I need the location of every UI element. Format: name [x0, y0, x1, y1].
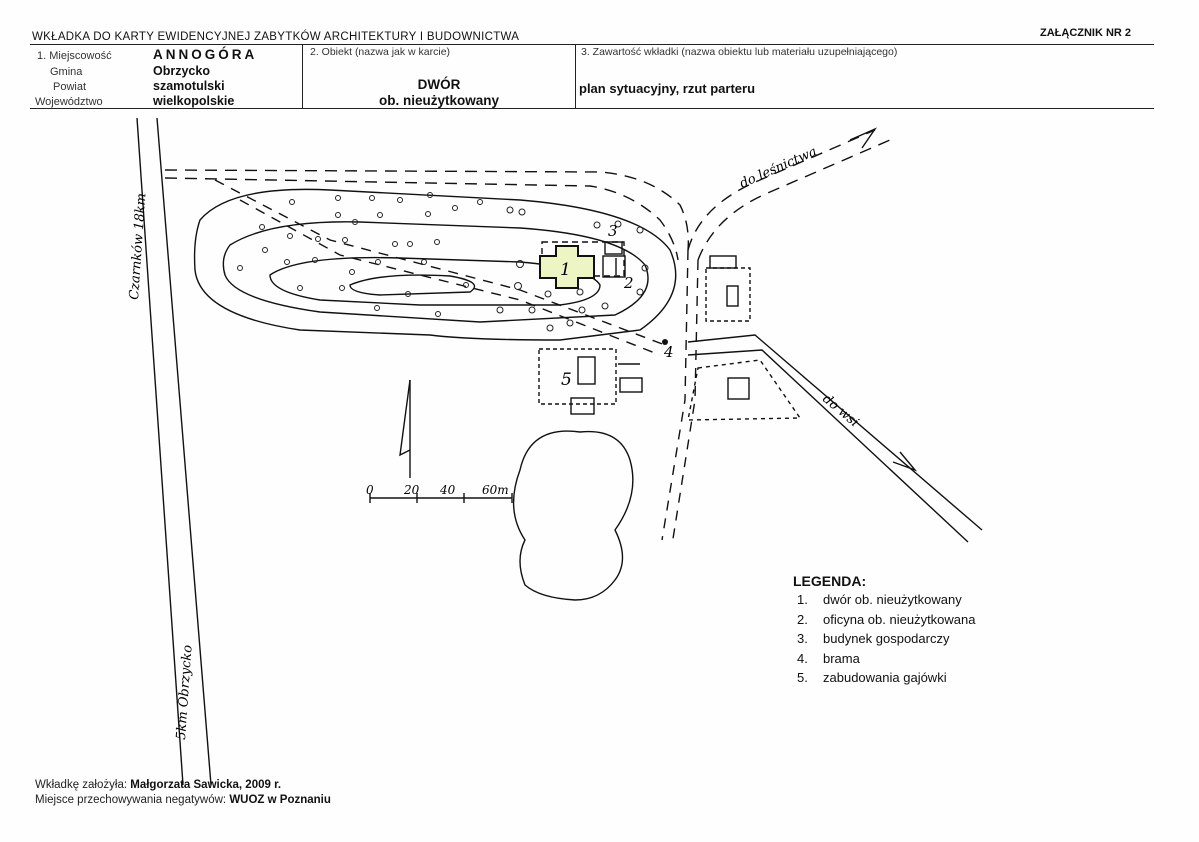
road-se-2: [687, 349, 969, 543]
legend-title: LEGENDA:: [793, 573, 867, 589]
west-road-edge-2: [156, 117, 212, 786]
road-west-label: Czarnków 18km: [127, 193, 149, 301]
west-road-edge-1: [136, 117, 184, 786]
label-building-5: 5: [561, 370, 572, 390]
label-building-3: 3: [608, 222, 618, 240]
footer-negatives: Miejsce przechowywania negatywów: WUOZ w…: [35, 794, 331, 806]
label-building-1: 1: [560, 260, 571, 280]
table-divider-1: [302, 44, 303, 108]
building-3-block: [604, 241, 623, 255]
annex-number: ZAŁĄCZNIK NR 2: [1040, 27, 1132, 39]
road-south-label: 5km Obrzycko: [174, 644, 196, 740]
negatives-value: WUOZ w Poznaniu: [229, 794, 331, 806]
author-label: Wkładkę założyła:: [35, 779, 128, 791]
building-5-fence: [538, 348, 617, 405]
commune-value: Obrzycko: [153, 64, 210, 78]
scale-label-60m: 60m: [482, 483, 509, 497]
voivodeship-label: Województwo: [35, 96, 103, 108]
scale-label-40: 40: [439, 483, 456, 497]
dashed-path-top-2: [164, 177, 679, 261]
contents-heading: 3. Zawartość wkładki (nazwa obiektu lub …: [581, 46, 898, 58]
label-building-4: 4: [663, 343, 674, 361]
road-se-arrow: [892, 451, 918, 472]
park-dashed-path-1: [214, 179, 666, 346]
building-5-shed: [570, 397, 595, 415]
legend-item: 5.zabudowania gajówki: [797, 670, 947, 685]
park-trees: [237, 192, 649, 332]
north-arrow-head: [399, 379, 411, 457]
road-se-1: [687, 334, 983, 531]
footer-author: Wkładkę założyła: Małgorzata Sawicka, 20…: [35, 779, 281, 791]
table-divider-2: [575, 44, 576, 108]
scale-label-20: 20: [403, 483, 420, 497]
commune-label: Gmina: [50, 66, 83, 78]
legend-item: 3.budynek gospodarczy: [797, 631, 950, 646]
object-name: DWÓR: [417, 77, 461, 92]
scale-label-0: 0: [366, 483, 374, 497]
road-ne-1: [687, 129, 876, 251]
road-ne-label: do leśnictwa: [738, 144, 820, 191]
object-status: ob. nieużytkowany: [378, 93, 500, 108]
road-ne-arrow: [849, 127, 877, 149]
road-south-2: [671, 259, 699, 546]
east-building-fence: [705, 267, 751, 322]
fenced-plot-se: [687, 359, 802, 421]
park-contour-outer: [193, 188, 677, 341]
building-5-house: [577, 356, 596, 385]
park-dashed-path-2: [239, 199, 661, 356]
building-1-manor: [539, 245, 595, 289]
east-building: [726, 285, 739, 307]
park-contour-inner: [269, 256, 601, 306]
woodland: [512, 430, 634, 601]
voivodeship-value: wielkopolskie: [153, 94, 235, 108]
locality-heading: 1. Miejscowość: [37, 50, 112, 62]
legend-item: 2.oficyna ob. nieużytkowana: [797, 611, 976, 627]
road-south-1: [661, 249, 689, 541]
road-se-label: do wsi: [819, 392, 861, 431]
legend-item: 4.brama: [797, 650, 860, 666]
district-label: Powiat: [53, 81, 87, 93]
road-ne-2: [697, 139, 891, 261]
gate-marker: [662, 339, 668, 345]
legend-item: 1.dwór ob. nieużytkowany: [797, 592, 962, 607]
document-title: WKŁADKA DO KARTY EWIDENCYJNEJ ZABYTKÓW A…: [32, 31, 520, 43]
fenced-plot-building: [727, 377, 750, 400]
negatives-label: Miejsce przechowywania negatywów:: [35, 794, 227, 806]
park-contour-mid: [222, 221, 649, 323]
label-building-2: 2: [623, 274, 634, 292]
author-value: Małgorzata Sawicka, 2009 r.: [130, 779, 282, 791]
park-contour-core: [349, 274, 476, 296]
east-building-top: [709, 255, 737, 269]
locality-value: ANNOGÓRA: [153, 47, 258, 62]
building-5-small: [619, 377, 643, 393]
building-2-annex: [602, 255, 626, 278]
table-bottom-rule: [30, 108, 1154, 109]
table-top-rule: [30, 44, 1154, 45]
object-heading: 2. Obiekt (nazwa jak w karcie): [310, 46, 451, 58]
contents-value: plan sytuacyjny, rzut parteru: [579, 81, 756, 96]
legend-list: 1.dwór ob. nieużytkowany 2.oficyna ob. n…: [797, 590, 975, 688]
district-value: szamotulski: [153, 79, 225, 93]
